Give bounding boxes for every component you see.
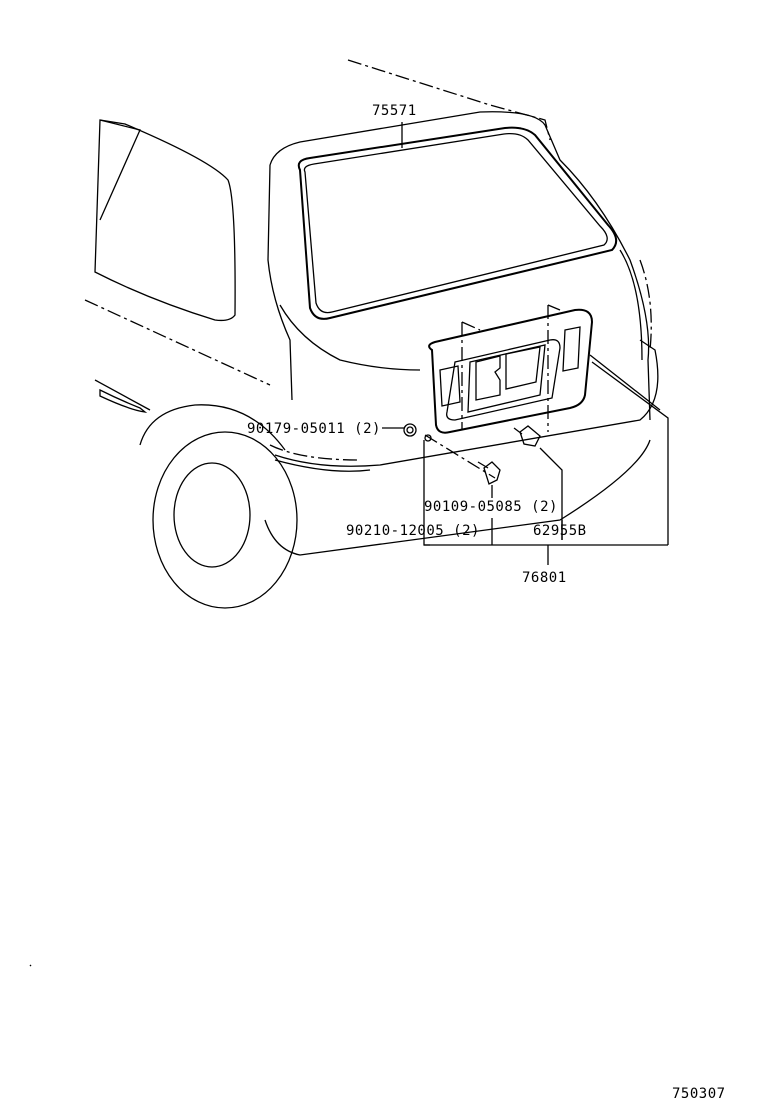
leader-62955 bbox=[539, 447, 563, 540]
clip-90109 bbox=[483, 461, 501, 485]
back-window-glass bbox=[303, 132, 608, 314]
rear-wheel bbox=[173, 462, 251, 568]
roof-line bbox=[347, 59, 551, 141]
bulb-62955 bbox=[519, 425, 541, 447]
label-90109-05085: 90109-05085 (2) bbox=[424, 499, 558, 515]
label-62955b: 62955B bbox=[533, 523, 587, 539]
hatch-side-left bbox=[267, 164, 293, 401]
nut-90210 bbox=[424, 434, 432, 442]
leader-right-garnish bbox=[591, 361, 669, 545]
side-window bbox=[94, 119, 236, 322]
garnish-emblem-left bbox=[475, 355, 501, 401]
garnish-inner bbox=[446, 339, 561, 421]
label-75571: 75571 bbox=[372, 103, 417, 119]
clip-90109-shank bbox=[477, 461, 489, 469]
body-side-line-2 bbox=[94, 379, 151, 411]
stray-dot bbox=[29, 964, 32, 967]
clip-90179 bbox=[403, 423, 417, 437]
hatch-lower bbox=[279, 304, 421, 371]
quarter-line bbox=[639, 259, 652, 351]
garnish-emblem-right bbox=[505, 346, 541, 390]
bulb-62955-shank bbox=[513, 427, 523, 435]
back-window-seal bbox=[297, 126, 618, 320]
label-90210-12005: 90210-12005 (2) bbox=[346, 523, 480, 539]
rear-bumper bbox=[274, 339, 659, 467]
guide-line-5 bbox=[424, 434, 496, 479]
garnish-left-lens bbox=[439, 365, 461, 407]
label-90179-05011: 90179-05011 (2) bbox=[247, 421, 381, 437]
figure-number: 750307 bbox=[672, 1086, 726, 1102]
quarter-line-2 bbox=[619, 249, 643, 361]
label-76801: 76801 bbox=[522, 570, 567, 586]
body-side-line bbox=[84, 299, 271, 386]
guide-line-3 bbox=[461, 321, 481, 331]
bumper-groove-2 bbox=[274, 459, 371, 472]
garnish-outer bbox=[428, 308, 594, 434]
body-molding bbox=[99, 388, 148, 413]
wheel-arch bbox=[139, 404, 286, 451]
hatch-body bbox=[269, 111, 651, 421]
bumper-groove bbox=[269, 444, 361, 461]
side-window-inner bbox=[99, 119, 141, 221]
rear-bumper-lower bbox=[264, 439, 651, 556]
rear-tire bbox=[152, 431, 298, 609]
guide-line-4 bbox=[547, 304, 561, 311]
garnish-right-lens bbox=[562, 326, 581, 372]
lamp-region bbox=[589, 354, 661, 411]
clip-90179-head bbox=[406, 426, 414, 434]
